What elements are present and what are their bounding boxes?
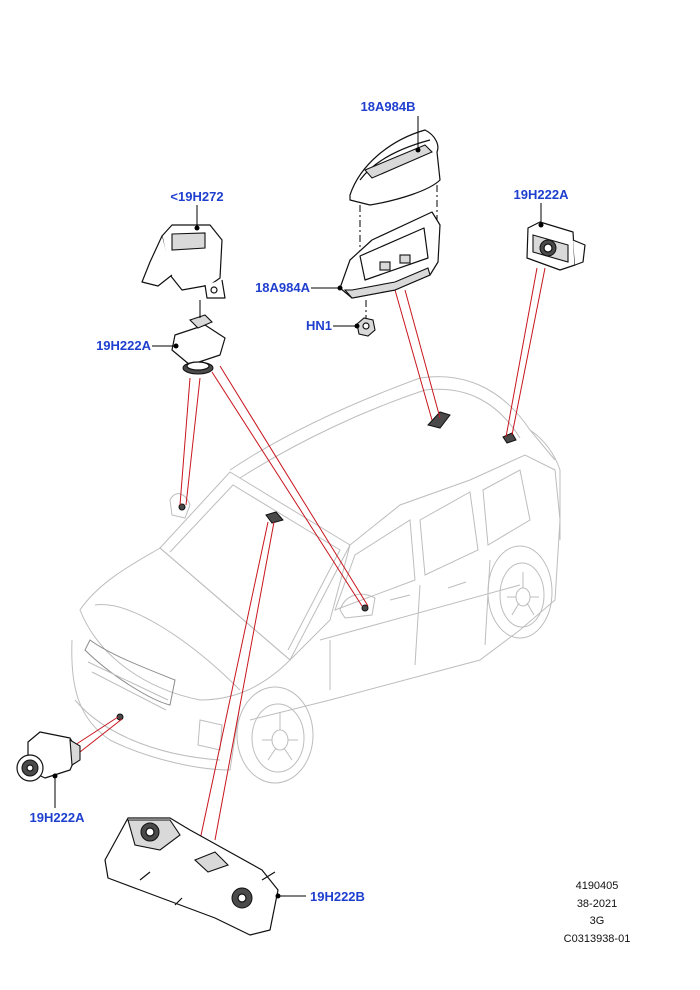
callout-lines	[74, 267, 546, 841]
rear-wheel	[487, 545, 553, 639]
mirror-camera-drawing	[171, 300, 226, 375]
reference-number: 4190405	[576, 880, 619, 892]
label-windscreen-camera: 19H222B	[310, 889, 365, 904]
right-mirror-camera-position	[361, 604, 369, 612]
roof-base-drawing	[339, 211, 441, 299]
reference-illustration-id: C0313938-01	[564, 933, 631, 945]
front-wheel	[236, 686, 314, 784]
label-front-camera: 19H222A	[30, 810, 86, 825]
left-mirror-camera-position	[178, 503, 186, 511]
label-mirror-cover: <19H272	[170, 189, 223, 204]
vehicle-outline	[71, 376, 561, 784]
label-roof-base: 18A984A	[255, 280, 311, 295]
windscreen-camera-drawing	[104, 817, 279, 936]
windscreen-camera-position	[265, 511, 284, 524]
front-camera-drawing	[16, 731, 81, 782]
label-nut: HN1	[306, 318, 332, 333]
mirror-cover-drawing	[141, 224, 226, 299]
reference-block: 4190405 38-2021 3G C0313938-01	[564, 880, 631, 945]
reference-code: 3G	[590, 915, 605, 927]
label-rear-camera: 19H222A	[514, 187, 570, 202]
rear-camera-position	[502, 432, 517, 444]
leader-lines	[52, 116, 544, 899]
roof-antenna-position	[427, 411, 451, 429]
rear-camera-drawing	[526, 221, 586, 271]
nut-drawing	[356, 300, 376, 337]
label-mirror-camera: 19H222A	[96, 338, 152, 353]
label-roof-unit: 18A984B	[361, 99, 416, 114]
reference-date: 38-2021	[577, 898, 617, 910]
